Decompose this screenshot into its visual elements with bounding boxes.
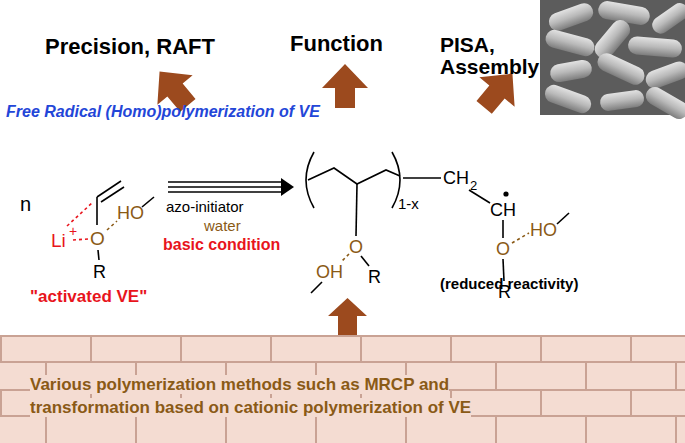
atom-label: O [90, 229, 105, 248]
bond [101, 187, 124, 202]
backbone [308, 168, 400, 184]
bracket [306, 152, 314, 208]
bond [311, 282, 322, 293]
condition-label: water [204, 218, 241, 233]
sem-image [540, 0, 685, 122]
repeat-count: n [20, 194, 31, 214]
subscript-label: 1-x [398, 196, 419, 211]
arrow-line [168, 186, 283, 188]
block-arrow [328, 298, 367, 335]
condition-label: basic condition [163, 237, 280, 253]
micelle-rod [549, 58, 593, 83]
hydrogen-bond-line [107, 221, 117, 230]
micelle-rod [649, 0, 685, 37]
group-label: CH [490, 201, 516, 219]
hydrogen-bond-line [341, 254, 349, 262]
atom-label: O [349, 238, 363, 256]
micelle-rod [599, 89, 645, 112]
micelle-rod [643, 59, 685, 91]
band-text-block: Various polymerization methods such as M… [30, 373, 570, 419]
atom-label: O [496, 240, 510, 258]
group-label: HO [530, 221, 557, 239]
outcome-label: PISA, Assembly [440, 34, 540, 78]
monomer-bonds [97, 181, 154, 260]
subscript-label: 2 [470, 179, 477, 192]
arrow-line [168, 181, 283, 183]
hydrogen-bond-line [512, 233, 529, 243]
brick-band: Various polymerization methods such as M… [0, 335, 685, 443]
scheme-title: Free Radical (Homo)polymerization of VE [6, 104, 320, 120]
micelle-rod [595, 50, 648, 87]
atom-label: Li [51, 231, 66, 250]
atom-label: R [93, 263, 106, 281]
arrow-line [168, 191, 283, 193]
bond [403, 177, 441, 179]
micelle-rod [546, 1, 595, 34]
reaction-arrow [168, 182, 283, 192]
group-label: OH [316, 263, 343, 281]
bond [97, 181, 121, 197]
bond [356, 184, 357, 236]
condition-label: azo-initiator [166, 199, 244, 214]
group-label: HO [117, 204, 144, 222]
bond [361, 256, 369, 266]
bond [502, 220, 504, 238]
block-arrow [322, 64, 368, 108]
outcome-label: Function [290, 33, 383, 55]
micelle-rod [643, 84, 685, 123]
micelle-rod [542, 82, 593, 115]
monomer-caption: "activated VE" [30, 288, 147, 305]
bond [557, 213, 569, 224]
arrow-head [281, 178, 294, 196]
atom-label: R [368, 268, 381, 286]
micelle-rod [544, 28, 597, 58]
note-label: (reduced reactivity) [440, 276, 578, 291]
band-text: Various polymerization methods such as M… [30, 375, 471, 417]
group-label: CH [443, 169, 469, 187]
charge-label: + [69, 224, 77, 238]
coordination-line [73, 239, 88, 240]
radical-dot [503, 191, 508, 196]
bond [98, 250, 99, 260]
coordination-line [67, 203, 92, 226]
brick-ground [0, 335, 685, 443]
micelle-rod [627, 36, 682, 59]
polymer-bonds [306, 152, 569, 293]
bond [96, 197, 98, 225]
outcome-label: Precision, RAFT [45, 36, 215, 58]
